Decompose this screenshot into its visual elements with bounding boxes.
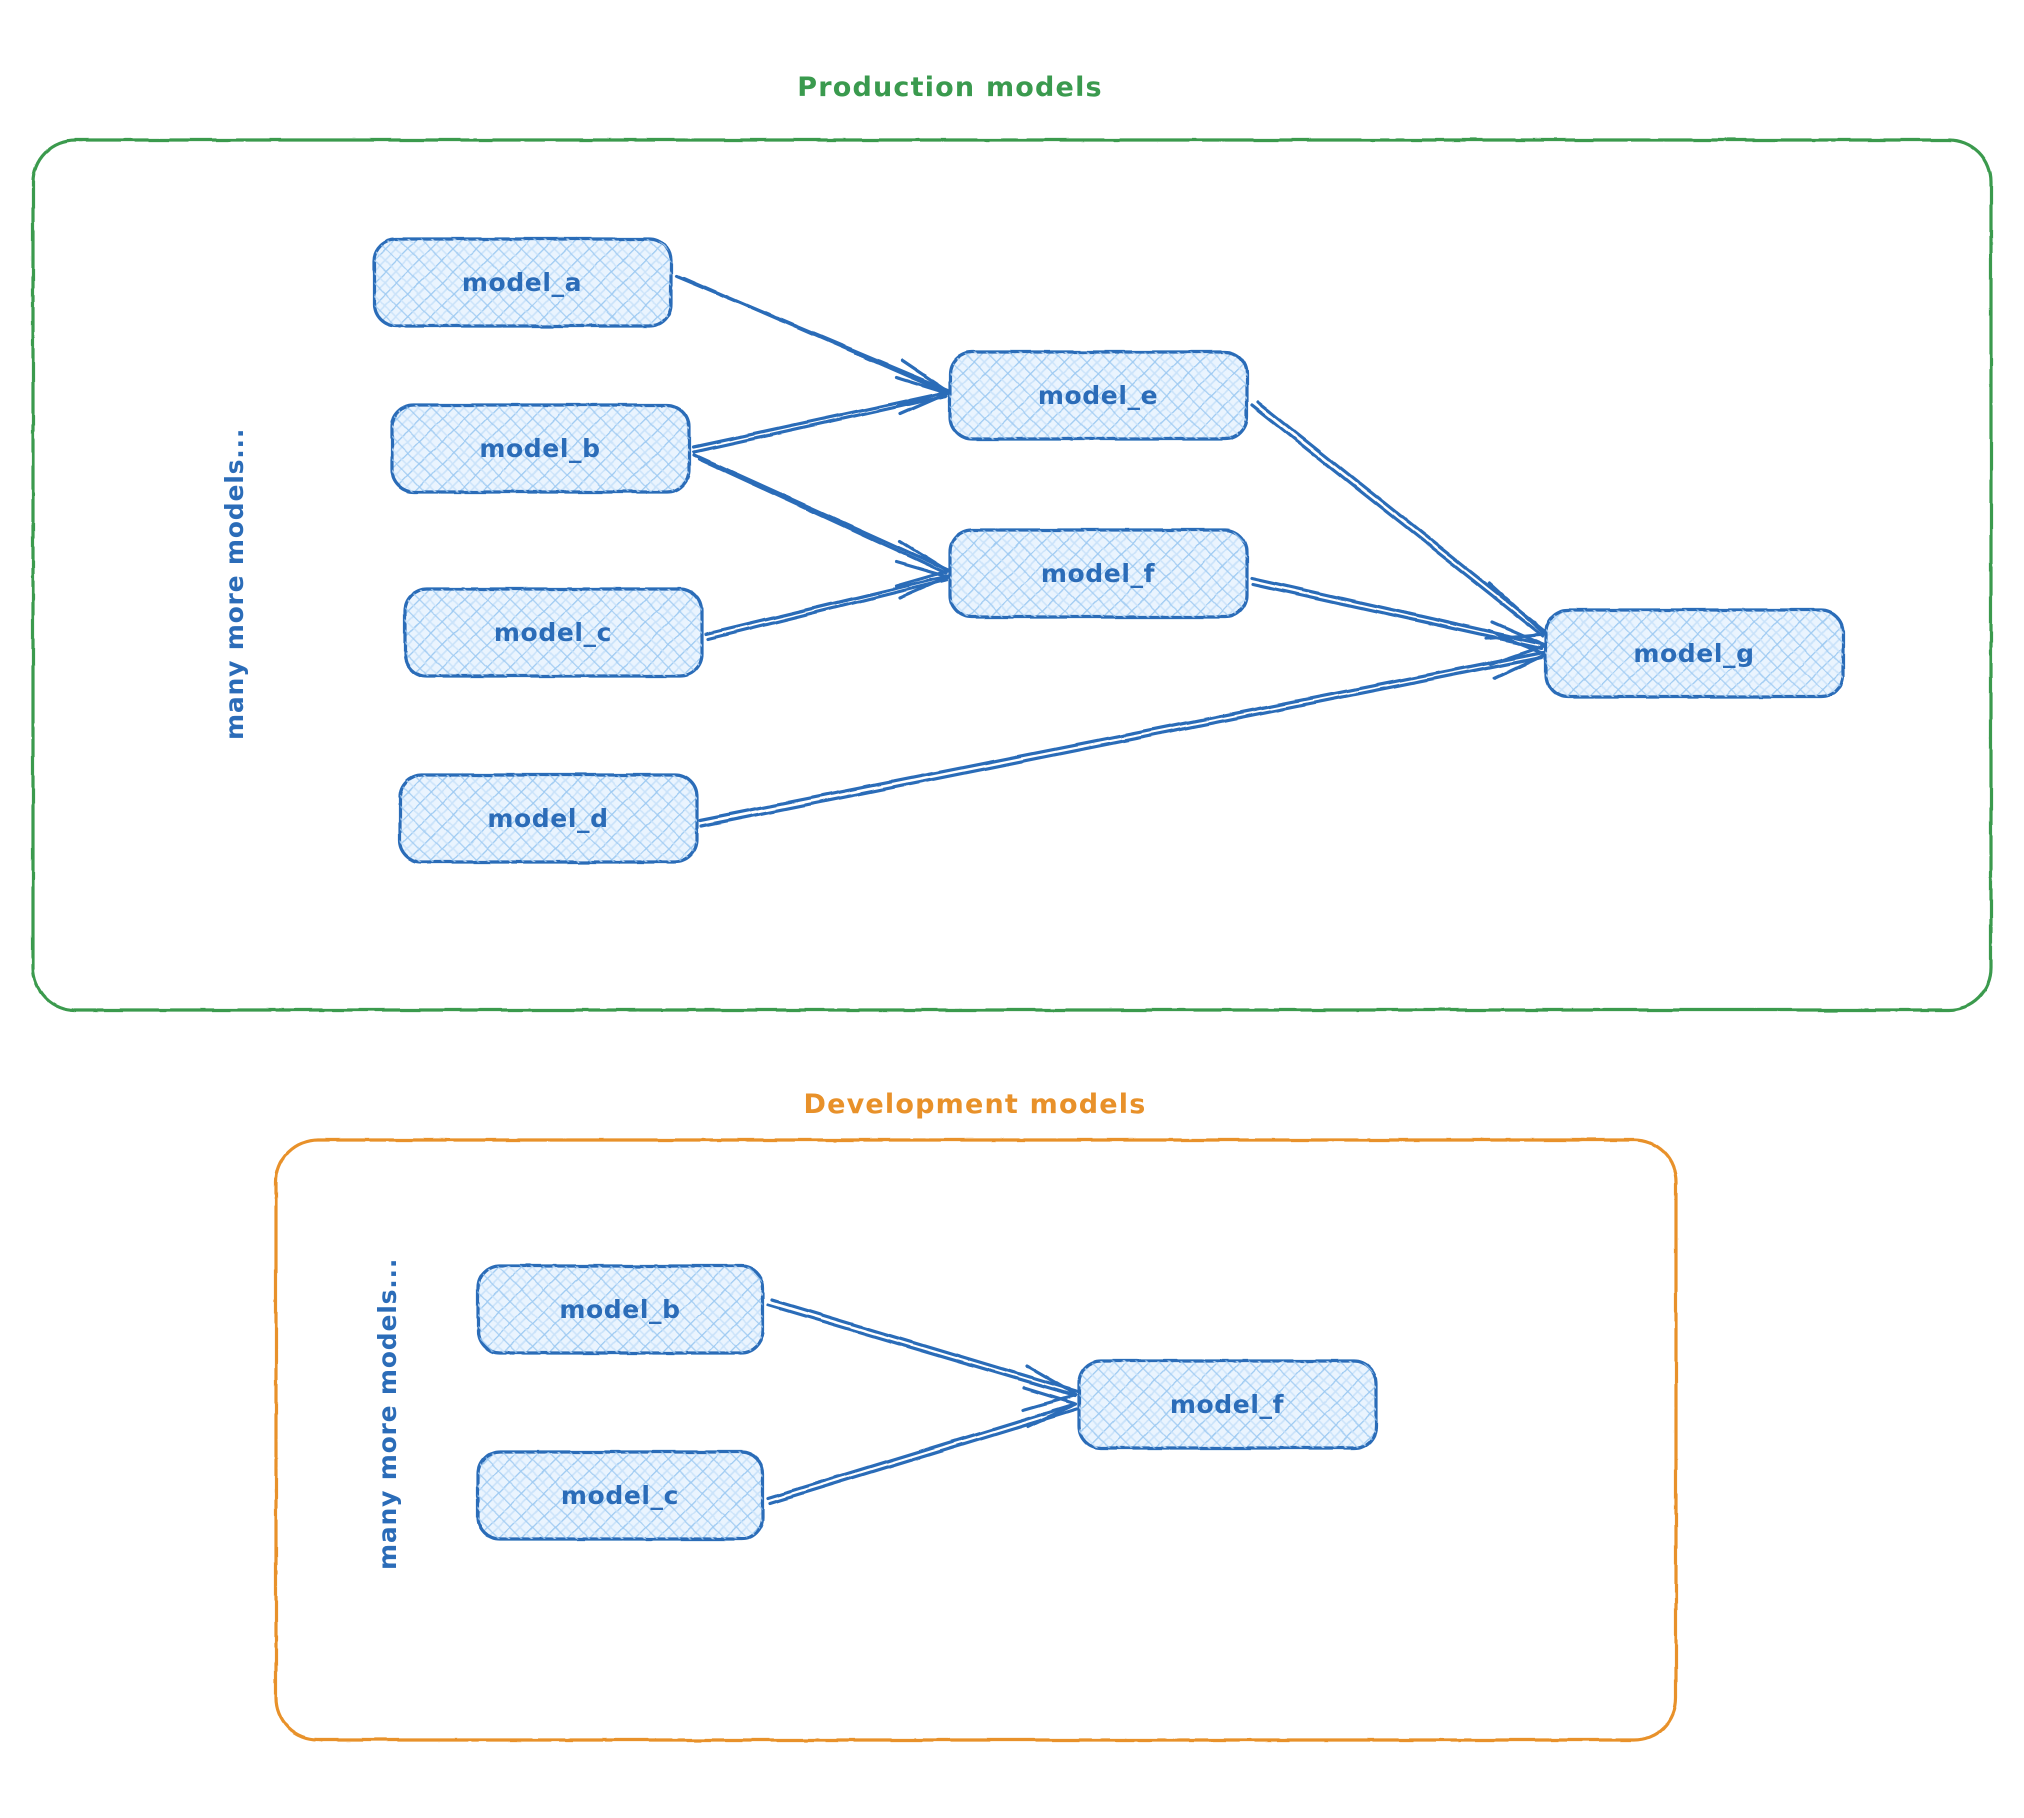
- node-prod-model-c-hatch-overlay: [405, 589, 702, 676]
- edge-dev-model-c-to-model-f: [766, 1386, 1079, 1505]
- node-dev-model-f-hatch-overlay: [1079, 1361, 1376, 1448]
- group-production: Production models many more models...: [31, 72, 1993, 1012]
- development-group-title: Development models: [804, 1089, 1147, 1120]
- edge-model-b-to-model-e: [692, 375, 950, 454]
- node-dev-model-c-label: model_c: [561, 1481, 679, 1510]
- production-container-border: [31, 138, 1993, 1012]
- node-prod-model-e[interactable]: model_e: [948, 350, 1249, 441]
- node-prod-model-g[interactable]: model_g: [1544, 608, 1845, 699]
- node-prod-model-c[interactable]: model_c: [403, 587, 704, 678]
- nodes-layer: model_a model_b model_c model_d mode: [372, 237, 1845, 1541]
- node-prod-model-b[interactable]: model_b: [390, 403, 691, 494]
- group-development: Development models many more models...: [274, 1089, 1678, 1742]
- node-prod-model-g-hatch-overlay: [1546, 610, 1843, 697]
- edge-model-a-to-model-e: [675, 274, 950, 408]
- node-prod-model-f[interactable]: model_f: [948, 528, 1249, 619]
- node-dev-model-b-label: model_b: [559, 1295, 680, 1324]
- node-prod-model-c-label: model_c: [494, 618, 612, 647]
- edge-model-d-to-model-g: [698, 629, 1547, 828]
- node-prod-model-d-hatch-overlay: [400, 775, 697, 862]
- node-prod-model-f-hatch-overlay: [950, 530, 1247, 617]
- node-dev-model-f-label: model_f: [1170, 1390, 1285, 1419]
- node-dev-model-c[interactable]: model_c: [476, 1450, 765, 1541]
- node-prod-model-f-label: model_f: [1041, 559, 1156, 588]
- node-prod-model-d-label: model_d: [487, 804, 608, 833]
- node-prod-model-e-hatch-overlay: [950, 352, 1247, 439]
- edge-model-f-to-model-g: [1250, 576, 1547, 666]
- edge-model-b-to-model-f: [692, 453, 950, 588]
- edges-layer: [675, 274, 1548, 1505]
- node-prod-model-e-label: model_e: [1038, 381, 1158, 410]
- production-group-title: Production models: [797, 72, 1103, 103]
- production-many-more-models-note: many more models...: [220, 428, 249, 740]
- development-many-more-models-note: many more models...: [373, 1258, 402, 1570]
- edge-model-c-to-model-f: [704, 560, 950, 641]
- node-prod-model-a-hatch-overlay: [374, 239, 671, 326]
- development-container-border: [274, 1138, 1678, 1742]
- edge-dev-model-b-to-model-f: [766, 1298, 1080, 1412]
- edge-model-e-to-model-g: [1250, 400, 1548, 641]
- node-prod-model-a-label: model_a: [462, 268, 582, 297]
- node-prod-model-a[interactable]: model_a: [372, 237, 673, 328]
- node-dev-model-c-hatch-overlay: [478, 1452, 763, 1539]
- node-dev-model-b-hatch-overlay: [478, 1266, 763, 1353]
- node-prod-model-b-hatch-overlay: [392, 405, 689, 492]
- node-prod-model-g-label: model_g: [1633, 639, 1754, 668]
- node-dev-model-f[interactable]: model_f: [1077, 1359, 1378, 1450]
- node-prod-model-b-label: model_b: [479, 434, 600, 463]
- node-dev-model-b[interactable]: model_b: [476, 1264, 765, 1355]
- node-prod-model-d[interactable]: model_d: [398, 773, 699, 864]
